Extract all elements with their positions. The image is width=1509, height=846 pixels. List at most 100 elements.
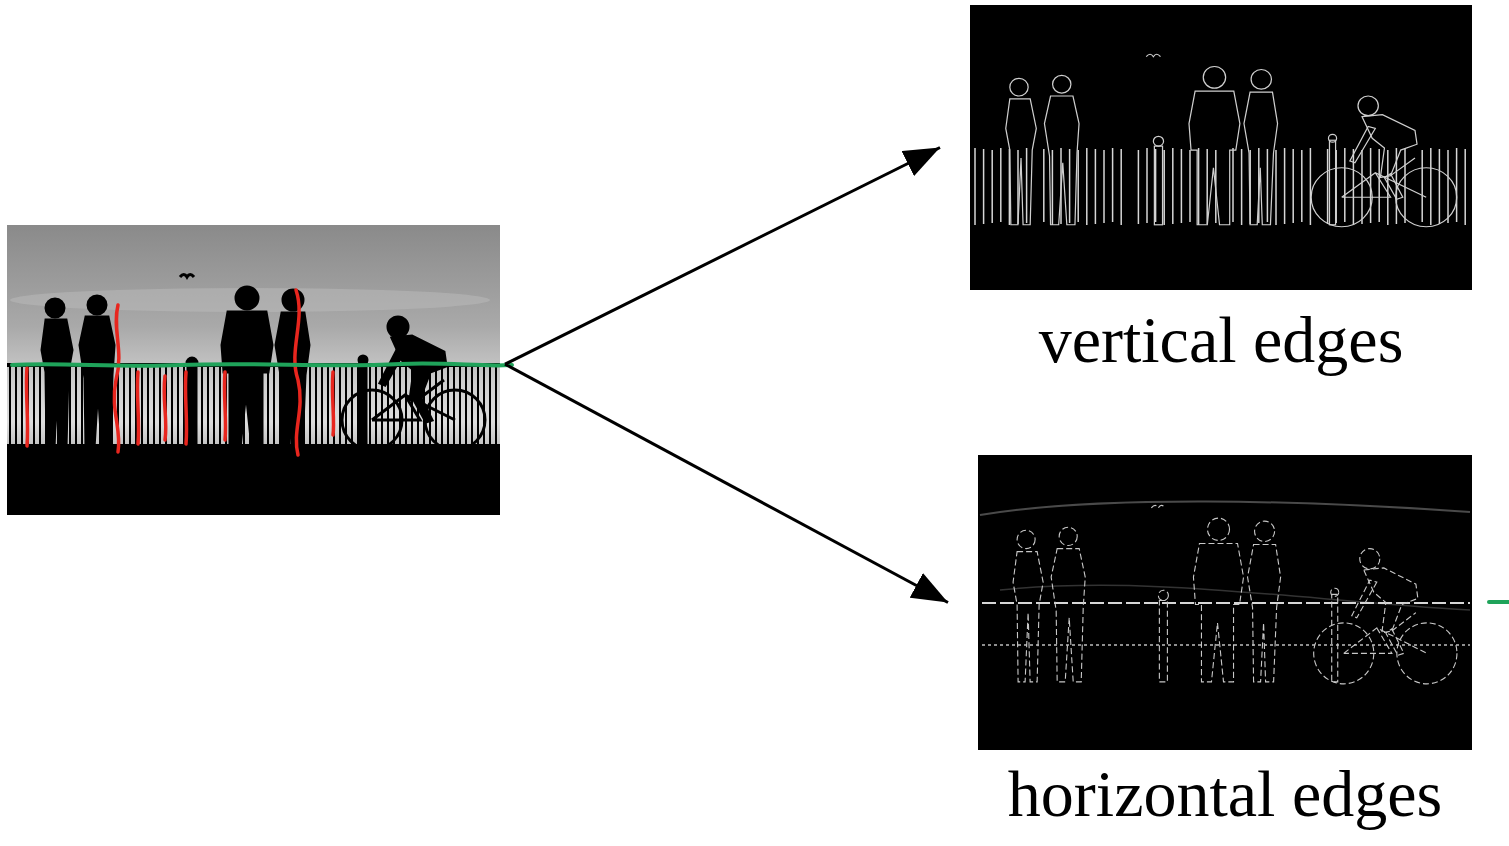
- vertical-edge-line: [1464, 149, 1466, 225]
- vertical-edge-line: [1189, 150, 1191, 222]
- rail-edge: [982, 644, 1470, 646]
- silhouette-edges: [1006, 54, 1457, 227]
- green-mark: [1489, 600, 1509, 604]
- railing-bar: [435, 365, 437, 448]
- ground: [7, 448, 500, 515]
- vertical-edge-line: [1284, 148, 1286, 224]
- illustration-part: [26, 368, 27, 446]
- cloud-edge: [1000, 585, 1470, 610]
- railing-bar: [393, 365, 395, 448]
- vertical-edge-map: [970, 5, 1472, 290]
- vertical-edge-line: [1421, 150, 1423, 222]
- edge-map-ground: [978, 455, 1472, 750]
- vertical-edge-line: [1000, 148, 1002, 222]
- vertical-edge-line: [1292, 149, 1294, 223]
- vertical-edge-line: [1086, 148, 1088, 225]
- railing-bar: [471, 365, 473, 448]
- vertical-edge-line: [1353, 149, 1355, 225]
- vertical-edge-line: [1404, 149, 1406, 223]
- vertical-edge-line: [1301, 150, 1303, 222]
- vertical-edge-line: [1387, 150, 1389, 225]
- vertical-edge-line: [1155, 149, 1157, 222]
- illustration-part: [332, 372, 333, 435]
- railing-bar: [81, 365, 83, 448]
- railing-bar: [9, 365, 11, 448]
- railing-bar: [219, 365, 221, 448]
- vertical-edge-line: [1430, 148, 1432, 225]
- railing-bar: [273, 365, 275, 448]
- vertical-edge-line: [1344, 148, 1346, 222]
- vertical-edge-line: [1456, 148, 1458, 222]
- railing-bar: [339, 365, 341, 448]
- railing-bar: [465, 365, 467, 448]
- illustration-part: [137, 372, 138, 444]
- vertical-edge-line: [1232, 148, 1234, 222]
- vertical-edge-line: [1103, 150, 1105, 223]
- horizon-edge: [980, 501, 1470, 515]
- railing-bar: [207, 365, 209, 448]
- vertical-edge-line: [1267, 149, 1269, 222]
- vertical-edge-line: [1146, 148, 1148, 223]
- railing-bar: [147, 365, 149, 448]
- railing-bar: [159, 365, 161, 448]
- vertical-edge-line: [1206, 149, 1208, 224]
- panel-caption: vertical edges: [970, 304, 1472, 377]
- photo-panel: [7, 225, 500, 515]
- vertical-edge-line: [1052, 150, 1054, 225]
- vertical-edge-line: [1378, 149, 1380, 222]
- railing-bar: [369, 365, 371, 448]
- railing-bar: [39, 365, 41, 448]
- railing-bar: [267, 365, 269, 448]
- arrow-connector: [505, 364, 948, 602]
- vertical-edge-line: [1181, 149, 1183, 223]
- sky: [7, 225, 500, 515]
- railing-bar: [375, 365, 377, 448]
- railing-bar: [171, 365, 173, 448]
- vertical-edge-line: [983, 149, 985, 224]
- edge-map-panel: horizontal edges: [978, 455, 1472, 831]
- photo: [7, 225, 512, 515]
- railing-bar: [33, 365, 35, 448]
- edge-map-panel: vertical edges: [970, 5, 1472, 377]
- vertical-edge-line: [1327, 149, 1329, 224]
- vertical-edge-line: [1198, 148, 1200, 225]
- illustration-part: [114, 305, 119, 452]
- railing-bar: [213, 365, 215, 448]
- vertical-edge-line: [1172, 148, 1174, 224]
- railing-bar: [477, 365, 479, 448]
- railing-bar: [201, 365, 203, 448]
- silhouette-edges: [1013, 505, 1457, 683]
- vertical-edge-line: [1241, 149, 1243, 225]
- railing-bar: [153, 365, 155, 448]
- vertical-edge-line: [1026, 148, 1028, 223]
- vertical-edge-line: [1138, 150, 1140, 224]
- vertical-edge-line: [1043, 149, 1045, 222]
- vertical-edge-line: [1163, 150, 1165, 225]
- railing-bar: [165, 365, 167, 448]
- vertical-edge-line: [991, 150, 993, 223]
- vertical-edge-lines: [975, 148, 1465, 225]
- illustration-part: [224, 372, 225, 440]
- railing-bar: [333, 365, 335, 448]
- railing-bar: [15, 365, 17, 448]
- railing-bar: [27, 365, 29, 448]
- red-annotations: [26, 290, 333, 455]
- vertical-edge-line: [1447, 150, 1449, 223]
- vertical-edge-line: [1112, 148, 1114, 222]
- railing-bar: [21, 365, 23, 448]
- railing-bar: [459, 365, 461, 448]
- railing-bar: [75, 365, 77, 448]
- illustration-part: [295, 290, 300, 455]
- horizontal-edge-map: [978, 455, 1472, 750]
- railing-bar: [141, 365, 143, 448]
- vertical-edge-line: [1275, 150, 1277, 225]
- vertical-edge-line: [1120, 149, 1122, 225]
- green-annotation: [12, 364, 512, 366]
- railing-bar: [129, 365, 131, 448]
- railing-bar: [321, 365, 323, 448]
- illustration-part: [164, 376, 166, 440]
- railing-bar: [453, 365, 455, 448]
- railing-bar: [447, 365, 449, 448]
